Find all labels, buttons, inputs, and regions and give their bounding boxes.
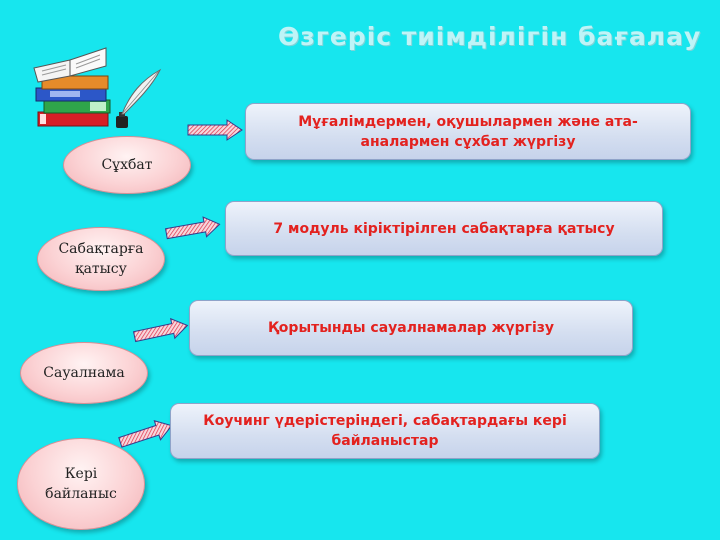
arrow-right-icon (187, 119, 243, 141)
arrow-right-icon (118, 420, 173, 448)
step-label-interview: Сұхбат (63, 136, 191, 194)
step-label-survey: Сауалнама (20, 342, 148, 404)
books-with-quill-icon (33, 47, 162, 128)
arrow-right-icon (164, 216, 221, 240)
arrow-right-icon (132, 317, 189, 343)
step-description-feedback: Коучинг үдерістеріндегі, сабақтардағы ке… (170, 403, 600, 459)
step-description-interview: Мұғалімдермен, оқушылармен және ата-анал… (245, 103, 691, 160)
step-description-survey: Қорытынды сауалнамалар жүргізу (189, 300, 633, 356)
step-description-lesson-attendance: 7 модуль кіріктірілген сабақтарға қатысу (225, 201, 663, 256)
page-title: Өзгеріс тиімділігін бағалау (278, 22, 702, 51)
step-label-feedback: Кері байланыс (17, 438, 145, 530)
step-label-lesson-attendance: Сабақтарға қатысу (37, 227, 165, 291)
